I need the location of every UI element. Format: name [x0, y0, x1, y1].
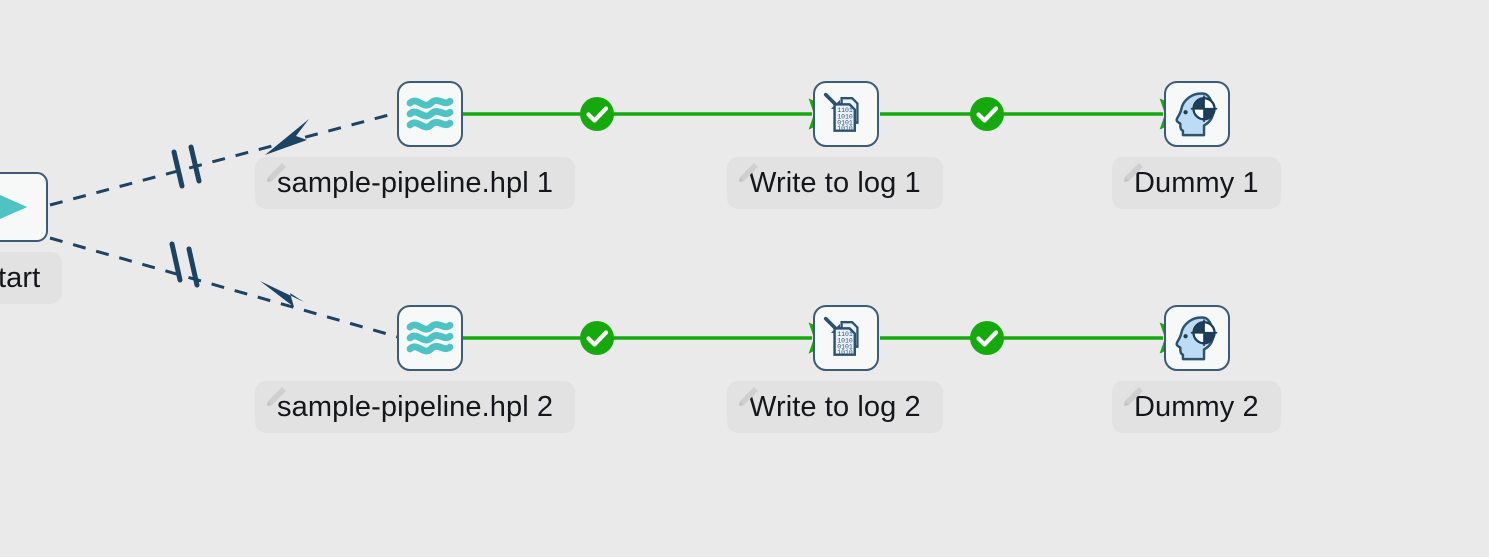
label-chip-start[interactable]: tart: [0, 252, 63, 304]
svg-text:0101: 0101: [837, 344, 853, 351]
label-chip-write-to-log-1[interactable]: Write to log 1: [727, 157, 943, 209]
write-to-log-icon: 1101 1010 0101 1010: [823, 92, 859, 132]
green-check-icon[interactable]: [580, 97, 614, 131]
pencil-edit-icon[interactable]: [734, 160, 760, 186]
node-pipeline-2[interactable]: [397, 305, 463, 371]
svg-text:1101: 1101: [837, 107, 853, 114]
svg-text:1010: 1010: [837, 337, 853, 344]
pipeline-waves-icon: [406, 321, 454, 355]
node-label-pipeline-2: sample-pipeline.hpl 2: [277, 390, 554, 423]
pencil-edit-icon[interactable]: [262, 160, 288, 186]
node-label-dummy-2: Dummy 2: [1134, 390, 1259, 423]
node-label-pipeline-1: sample-pipeline.hpl 1: [277, 166, 554, 199]
pencil-edit-icon[interactable]: [1119, 160, 1145, 186]
green-check-icon[interactable]: [970, 97, 1004, 131]
label-chip-pipeline-2[interactable]: sample-pipeline.hpl 2: [255, 381, 576, 433]
green-check-icon[interactable]: [580, 321, 614, 355]
svg-text:1101: 1101: [837, 331, 853, 338]
label-chip-write-to-log-2[interactable]: Write to log 2: [727, 381, 943, 433]
dummy-head-target-icon: [1175, 316, 1218, 361]
pencil-edit-icon[interactable]: [1119, 384, 1145, 410]
svg-text:1010: 1010: [837, 125, 853, 132]
pencil-edit-icon[interactable]: [262, 384, 288, 410]
play-triangle-icon: [0, 194, 28, 220]
svg-text:1010: 1010: [837, 113, 853, 120]
node-pipeline-1[interactable]: [397, 81, 463, 147]
label-chip-dummy-2[interactable]: Dummy 2: [1112, 381, 1281, 433]
pipeline-waves-icon: [406, 97, 454, 131]
node-label-dummy-1: Dummy 1: [1134, 166, 1259, 199]
green-check-icon[interactable]: [970, 321, 1004, 355]
hop-start-pipeline-2[interactable]: [49, 236, 399, 339]
node-write-to-log-2[interactable]: 1101 1010 0101 1010: [813, 305, 879, 371]
label-chip-dummy-1[interactable]: Dummy 1: [1112, 157, 1281, 209]
node-write-to-log-1[interactable]: 1101 1010 0101 1010: [813, 81, 879, 147]
node-start[interactable]: [0, 172, 48, 242]
node-dummy-2[interactable]: [1164, 305, 1230, 371]
label-chip-pipeline-1[interactable]: sample-pipeline.hpl 1: [255, 157, 576, 209]
svg-text:1010: 1010: [837, 349, 853, 356]
svg-text:0101: 0101: [837, 120, 853, 127]
write-to-log-icon: 1101 1010 0101 1010: [823, 316, 859, 356]
node-label-write-to-log-2: Write to log 2: [749, 390, 921, 423]
pencil-edit-icon[interactable]: [734, 384, 760, 410]
node-dummy-1[interactable]: [1164, 81, 1230, 147]
node-label-write-to-log-1: Write to log 1: [749, 166, 921, 199]
node-label-start: tart: [0, 261, 41, 294]
dummy-head-target-icon: [1175, 92, 1218, 137]
